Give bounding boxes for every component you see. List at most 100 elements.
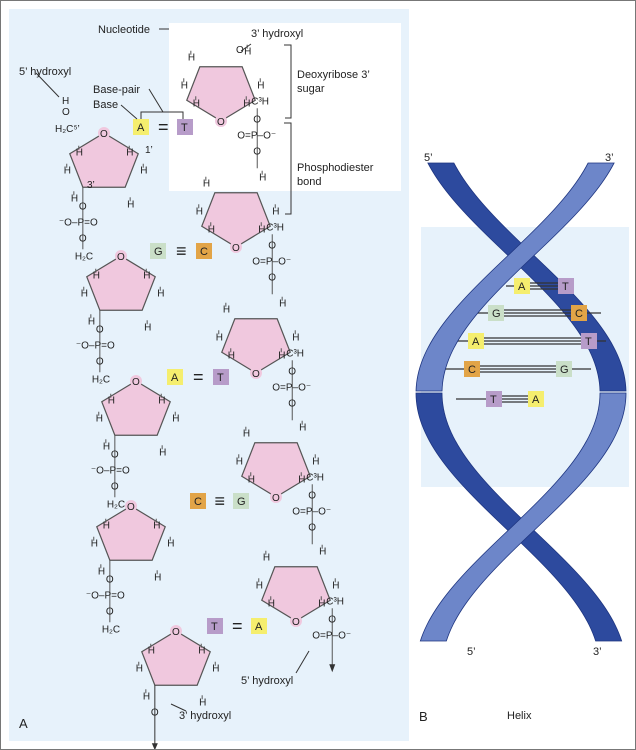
phosphate-group: O=P–O⁻ bbox=[272, 382, 311, 393]
callout-lines bbox=[35, 28, 310, 712]
hydrogen-atom: H bbox=[244, 47, 251, 58]
hydrogen-atom: H bbox=[144, 322, 151, 333]
arrow-down-icon bbox=[151, 743, 158, 749]
ester-oxygen: O bbox=[288, 366, 296, 377]
ester-oxygen: O bbox=[253, 114, 261, 125]
hydrogen-atom: H bbox=[243, 98, 250, 109]
base-G bbox=[556, 361, 572, 377]
ring-oxygen-bg bbox=[270, 491, 282, 503]
ring-oxygen: O bbox=[117, 252, 125, 263]
ester-oxygen: O bbox=[268, 272, 276, 283]
deoxyribose-ring bbox=[201, 192, 271, 248]
hydrogen-atom: H bbox=[181, 80, 188, 91]
base-letter: C bbox=[194, 496, 202, 508]
base-T bbox=[207, 618, 223, 634]
base-A bbox=[167, 369, 183, 385]
panel-b-letter: B bbox=[419, 709, 428, 724]
hydrogen-atom: H bbox=[188, 53, 195, 64]
hydrogen-bond: ≡ bbox=[176, 241, 187, 261]
base-pair-2: G≡C bbox=[150, 241, 212, 261]
ring-oxygen: O bbox=[132, 377, 140, 388]
hydrogen-atom: H bbox=[272, 206, 279, 217]
hydrogen-bond: ≡ bbox=[215, 491, 226, 511]
ester-oxygen: O bbox=[96, 356, 104, 367]
base-T bbox=[486, 391, 502, 407]
ring-oxygen: O bbox=[232, 243, 240, 254]
hydrogen-atom: H bbox=[216, 332, 223, 343]
arrow-down-icon bbox=[329, 664, 336, 673]
base-letter: C bbox=[575, 308, 583, 320]
ring-oxygen-bg bbox=[215, 115, 227, 127]
helix-5-top: 5’ bbox=[424, 152, 433, 164]
base-letter: G bbox=[237, 496, 246, 508]
base-A bbox=[468, 333, 484, 349]
hydrogen-bond: = bbox=[232, 616, 243, 636]
hydrogen-atom: H bbox=[248, 474, 255, 485]
ring-oxygen: O bbox=[127, 502, 135, 513]
ester-oxygen: O bbox=[79, 201, 87, 212]
hydrogen-atom: H bbox=[154, 572, 161, 583]
helix-caption: Helix bbox=[507, 710, 532, 722]
phosphate-group: ⁻O–P=O bbox=[91, 465, 130, 476]
ring-oxygen: O bbox=[100, 129, 108, 140]
hydrogen-atom: H bbox=[148, 646, 155, 657]
base-G bbox=[488, 305, 504, 321]
hydrogen-atom: H bbox=[208, 224, 215, 235]
phosphate-group: ⁻O–P=O bbox=[86, 590, 125, 601]
hydrogen-atom: H bbox=[126, 148, 133, 159]
ester-oxygen: O bbox=[106, 606, 114, 617]
ring-oxygen: O bbox=[217, 117, 225, 128]
ester-oxygen: O bbox=[308, 490, 316, 501]
ring-oxygen-bg bbox=[250, 367, 262, 379]
hydrogen-atom: H bbox=[259, 173, 266, 184]
base-A bbox=[251, 618, 267, 634]
phosphate-group: ⁻O–P=O bbox=[76, 340, 115, 351]
deoxyribose-ring bbox=[141, 630, 211, 686]
deoxyribose-ring bbox=[261, 566, 331, 622]
ester-oxygen: O bbox=[308, 522, 316, 533]
hydrogen-atom: H bbox=[98, 566, 105, 577]
oh-o: O bbox=[62, 107, 70, 118]
hydrogen-atom: H bbox=[127, 199, 134, 210]
base-C bbox=[464, 361, 480, 377]
deoxyribose-label: Deoxyribose 3’ bbox=[297, 69, 370, 81]
base-letter: T bbox=[490, 394, 497, 406]
hydrogen-atom: H bbox=[172, 414, 179, 425]
ester-oxygen: O bbox=[253, 146, 261, 157]
ring-oxygen-bg bbox=[170, 625, 182, 637]
hydrogen-atom: H bbox=[143, 271, 150, 282]
base-C bbox=[196, 243, 212, 259]
hydrogen-atom: H bbox=[279, 299, 286, 310]
hydrogen-atom: H bbox=[299, 423, 306, 434]
base-pair-3: A=T bbox=[167, 367, 229, 387]
ch2-group: H₂C bbox=[92, 374, 110, 385]
helix-3-top: 3’ bbox=[605, 152, 614, 164]
helix-3-bottom: 3’ bbox=[593, 646, 602, 658]
ring-oxygen-bg bbox=[230, 241, 242, 253]
deoxyribose-ring bbox=[241, 442, 311, 498]
base-letter: T bbox=[217, 372, 224, 384]
base-letter: C bbox=[468, 364, 476, 376]
hydrogen-atom: H bbox=[64, 166, 71, 177]
hydrogen-atom: H bbox=[103, 441, 110, 452]
hydrogen-atom: H bbox=[96, 414, 103, 425]
base-letter: A bbox=[472, 336, 480, 348]
hydrogen-atom: H bbox=[71, 193, 78, 204]
ring-oxygen-bg bbox=[98, 127, 110, 139]
hydrogen-atom: H bbox=[167, 539, 174, 550]
hydrogen-atom: H bbox=[298, 474, 305, 485]
base-letter: A bbox=[255, 621, 263, 633]
hydrogen-atom: H bbox=[203, 179, 210, 190]
c3h-label: C³H bbox=[251, 96, 269, 107]
hydrogen-atom: H bbox=[88, 316, 95, 327]
